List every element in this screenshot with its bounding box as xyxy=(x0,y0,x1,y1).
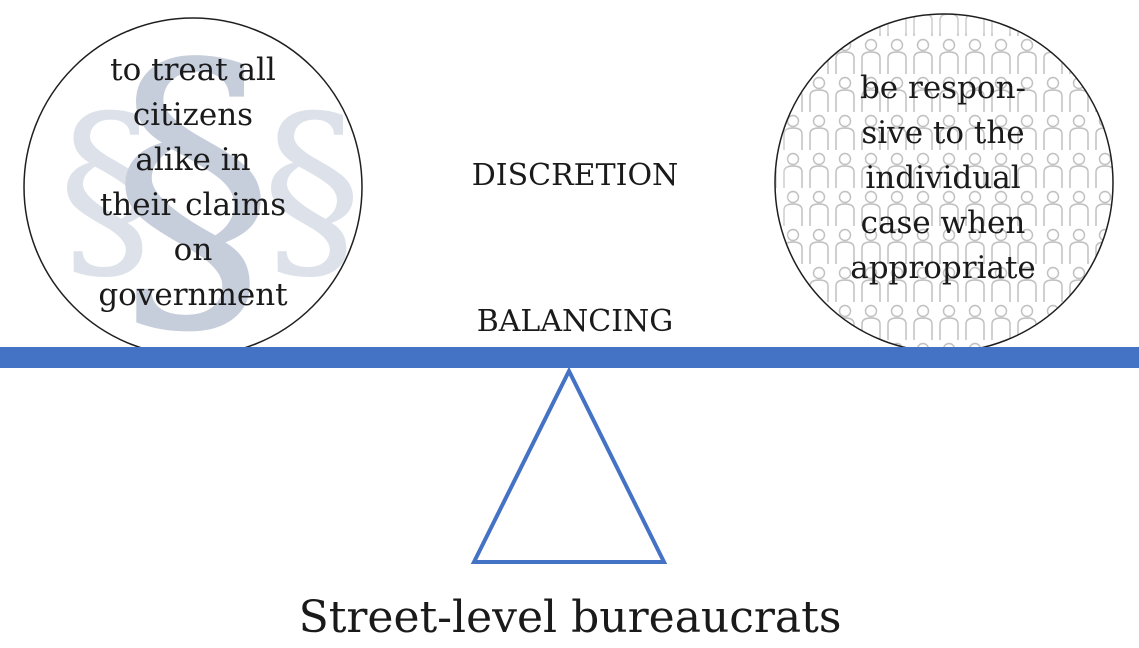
left-line: alike in xyxy=(135,142,251,178)
left-line: to treat all xyxy=(110,52,276,88)
section-sign-icon: § § § xyxy=(58,0,362,378)
crowd-icon xyxy=(775,14,1113,352)
right-line: case when xyxy=(860,205,1026,241)
diagram-caption: Street-level bureaucrats xyxy=(298,592,842,643)
svg-text:§: § xyxy=(58,73,158,306)
discretion-label: DISCRETION xyxy=(471,158,679,193)
left-line: government xyxy=(98,277,288,313)
left-line: citizens xyxy=(132,97,254,133)
svg-text:§: § xyxy=(111,0,276,378)
balance-beam xyxy=(0,347,1139,368)
right-line: sive to the xyxy=(861,115,1025,151)
left-circle-text: to treat all citizens alike in their cla… xyxy=(55,48,331,318)
right-line: appropriate xyxy=(850,250,1036,286)
balancing-label: BALANCING xyxy=(476,304,674,339)
right-circle xyxy=(774,13,1114,353)
fulcrum-triangle xyxy=(470,366,668,564)
left-line: on xyxy=(173,232,213,268)
right-circle-text: be respon- sive to the individual case w… xyxy=(818,66,1068,291)
right-line: individual xyxy=(865,160,1021,196)
right-line: be respon- xyxy=(859,70,1027,106)
left-circle: § § § xyxy=(23,0,363,378)
left-line: their claims xyxy=(99,187,287,223)
